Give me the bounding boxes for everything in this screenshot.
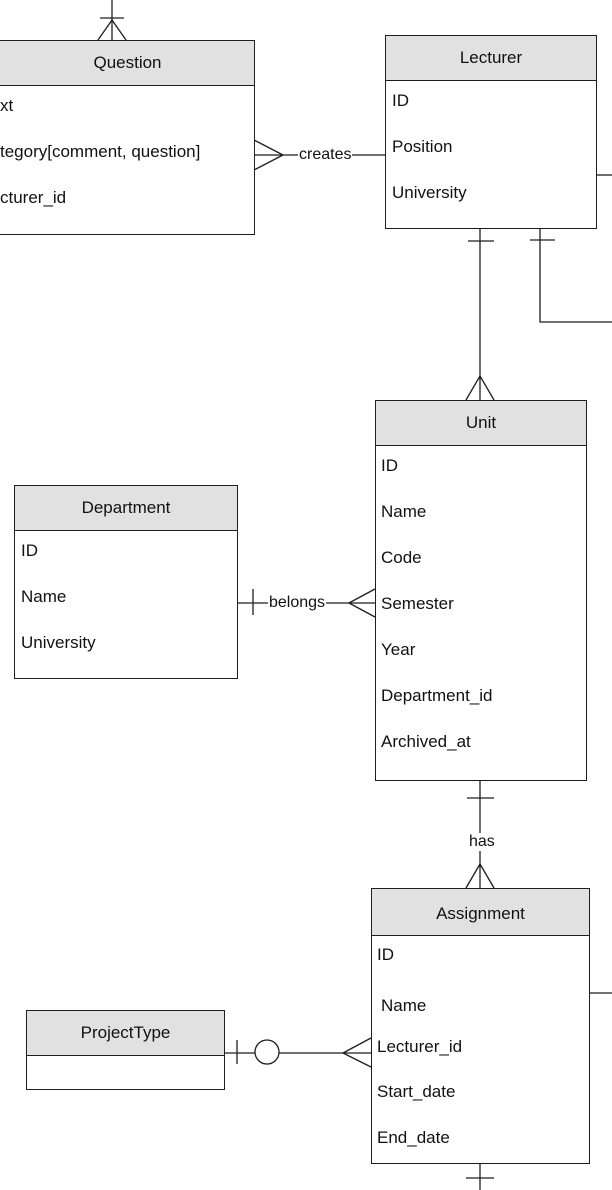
- attribute: Name: [381, 996, 427, 1015]
- attribute: Name: [381, 502, 427, 521]
- attribute: tegory[comment, question]: [0, 142, 201, 161]
- entity-lecturer[interactable]: Lecturer: [385, 35, 597, 229]
- attribute: cturer_id: [0, 188, 67, 207]
- attribute: ID: [21, 541, 38, 560]
- attribute: End_date: [377, 1128, 450, 1147]
- entity-title: Assignment: [372, 889, 589, 936]
- belongs-label: belongs: [268, 594, 327, 612]
- attribute: University: [21, 633, 96, 652]
- entity-assignment[interactable]: Assignment: [371, 888, 590, 1164]
- has-label: has: [468, 833, 496, 851]
- attribute: Start_date: [377, 1082, 456, 1101]
- entity-title: Department: [15, 486, 237, 531]
- attribute: Archived_at: [381, 732, 471, 751]
- entity-department[interactable]: Department: [14, 485, 238, 679]
- entity-unit[interactable]: Unit: [375, 400, 587, 781]
- creates-label: creates: [298, 146, 353, 164]
- entity-title: Unit: [376, 401, 586, 446]
- attribute: ID: [392, 91, 409, 110]
- attribute: Semester: [381, 594, 454, 613]
- entity-title: Lecturer: [386, 36, 596, 81]
- optional-circle-icon: [254, 1039, 280, 1065]
- entity-title: Question: [0, 41, 254, 86]
- entity-projecttype[interactable]: ProjectType: [26, 1010, 225, 1090]
- attribute: Lecturer_id: [377, 1037, 463, 1056]
- attribute: Code: [381, 548, 422, 567]
- attribute: ID: [381, 456, 398, 475]
- attribute: Department_id: [381, 686, 493, 705]
- attribute: Year: [381, 640, 416, 659]
- attribute: Position: [392, 137, 453, 156]
- entity-title: ProjectType: [27, 1011, 224, 1056]
- entity-question[interactable]: Question: [0, 40, 255, 235]
- attribute: ID: [377, 945, 394, 964]
- attribute: xt: [0, 96, 14, 115]
- attribute: University: [392, 183, 467, 202]
- lecturer-loop-edge: [539, 228, 612, 323]
- attribute: Name: [21, 587, 67, 606]
